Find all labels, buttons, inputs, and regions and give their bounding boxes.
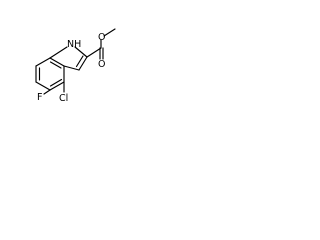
bond-c5-f [43, 89, 51, 95]
nh-label: NH [67, 39, 81, 50]
bond-c3-c2 [78, 56, 88, 71]
bond-c2-carbonyl-carbon [86, 47, 102, 58]
bond-c7a-c3a [49, 57, 65, 67]
chlorine-label: Cl [59, 93, 68, 104]
bond-c4-c5 [49, 81, 65, 91]
bond-c3-c2-double [75, 55, 84, 68]
bond-ester-oxygen-methyl [103, 28, 116, 37]
bond-c3a-c3 [63, 65, 80, 71]
fluorine-label: F [37, 92, 42, 103]
bond-c4-c5-double [49, 78, 63, 87]
bond-c2-n1 [74, 46, 88, 58]
methyl-4-chloro-5-fluoroindole-2-carboxylate-structure: NH F Cl O O [35, 28, 116, 104]
bond-n1-c7a [49, 46, 68, 59]
ester-oxygen-label: O [98, 32, 105, 43]
carbonyl-oxygen-label: O [98, 59, 105, 70]
bond-c7-c7a [35, 57, 51, 67]
bond-c5-c6 [35, 81, 51, 91]
bond-c7a-c3a-double [49, 61, 62, 69]
